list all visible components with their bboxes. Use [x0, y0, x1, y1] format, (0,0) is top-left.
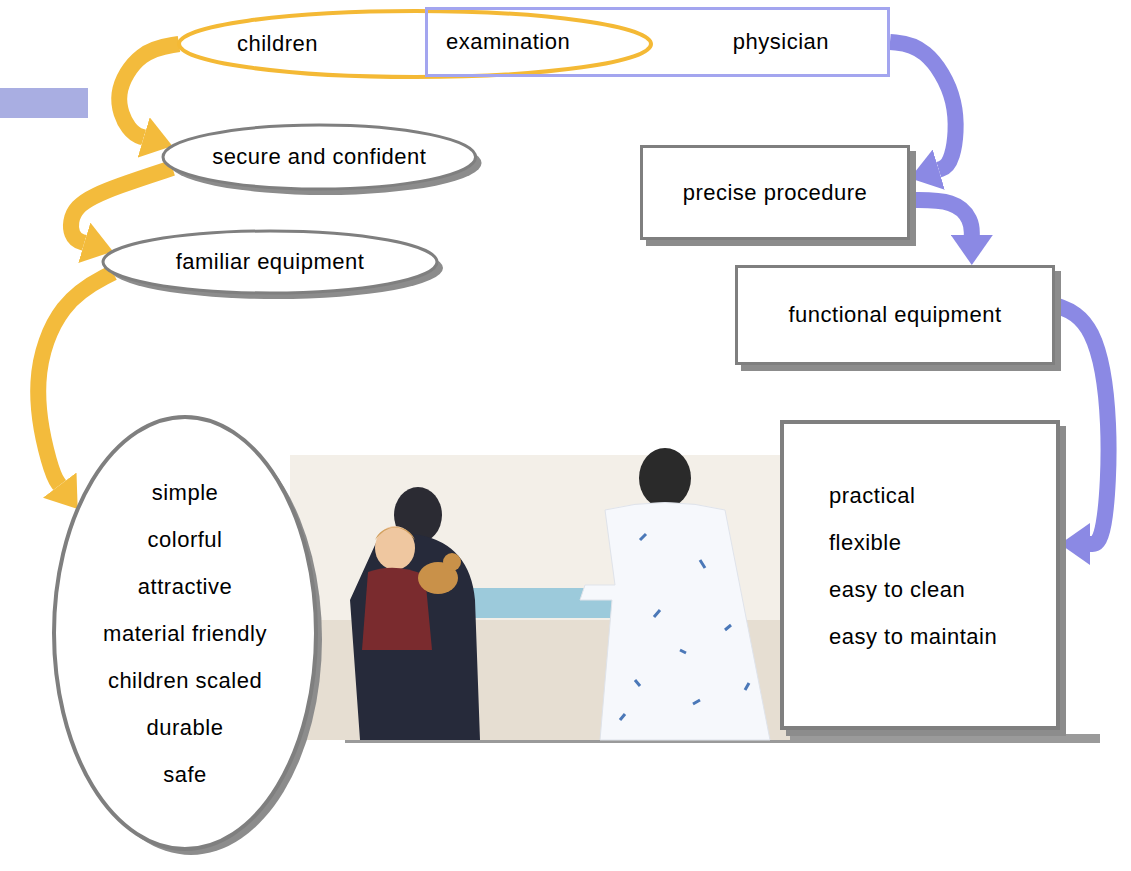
ribbon-arrow [910, 200, 972, 235]
node-label: practical [829, 472, 915, 519]
node-label: precise procedure [683, 180, 868, 206]
ellipse-border [54, 417, 316, 849]
group-ellipse: children [175, 7, 655, 81]
goal-box: precise procedure [640, 145, 910, 240]
goal-box: functional equipment [735, 265, 1055, 365]
group-box: examination physician [425, 7, 890, 77]
photo-background [290, 455, 790, 740]
coat-pattern [620, 534, 749, 720]
node-label: functional equipment [788, 302, 1001, 328]
node-label: easy to maintain [829, 613, 997, 660]
property-box: practicalflexibleeasy to cleaneasy to ma… [780, 420, 1060, 730]
adult-body [350, 534, 480, 740]
node-label: physician [733, 29, 829, 55]
node-label: secure and confident [212, 144, 426, 170]
child-face [375, 526, 415, 570]
node-label: familiar equipment [176, 249, 365, 275]
teddy-head [443, 553, 461, 571]
node-label: examination [446, 29, 570, 55]
ribbon-arrow [1055, 305, 1109, 544]
node-label: flexible [829, 519, 901, 566]
doctor-head [639, 448, 691, 508]
clinic-photo [290, 448, 790, 740]
node-label: children [237, 31, 318, 57]
ellipse-border [179, 11, 651, 77]
node-label: attractive [138, 563, 232, 610]
ellipse-border [103, 231, 437, 293]
corner-bar [0, 88, 88, 118]
ribbon-arrow [38, 273, 113, 486]
node-label: colorful [148, 516, 223, 563]
node-label: simple [152, 469, 219, 516]
goal-ellipse: familiar equipment [100, 228, 440, 296]
ellipse-border [163, 125, 476, 189]
node-label: safe [163, 751, 207, 798]
node-label: material friendly [103, 610, 267, 657]
doctor-coat [580, 503, 770, 741]
property-ellipse: simplecolorfulattractivematerial friendl… [50, 413, 320, 853]
node-label: durable [147, 704, 224, 751]
child-hair [375, 527, 415, 540]
ribbon-arrow [71, 168, 172, 243]
goal-ellipse: secure and confident [160, 122, 479, 192]
node-label: easy to clean [829, 566, 965, 613]
ribbon-arrow [119, 44, 179, 137]
node-label: children scaled [108, 657, 262, 704]
